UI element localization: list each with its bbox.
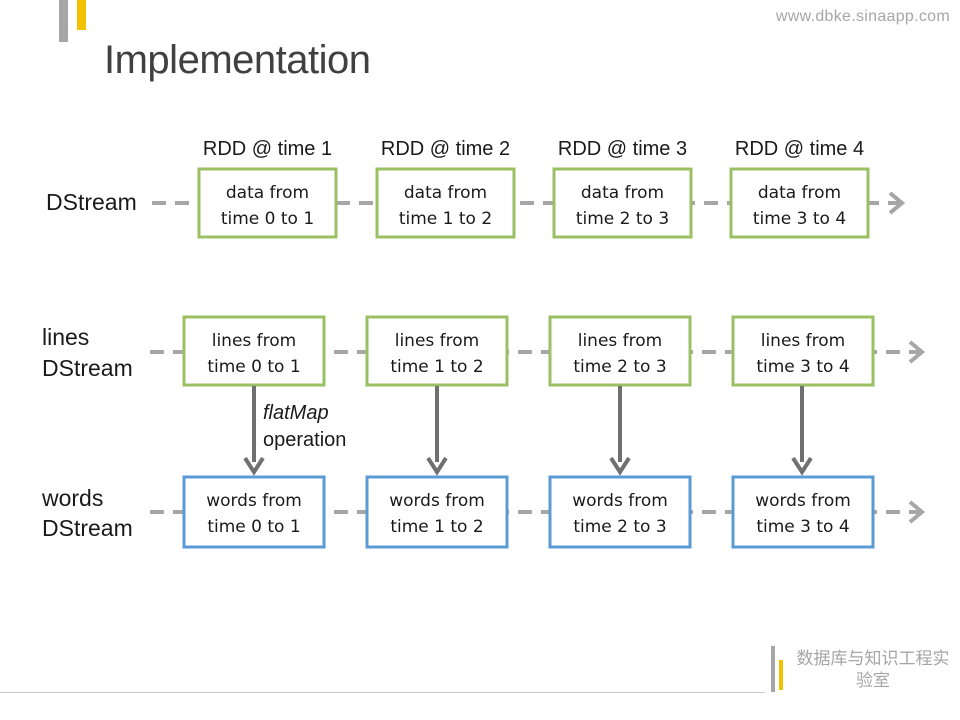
rdd-box-text: time 1 to 2 <box>390 517 483 537</box>
timeline-arrowhead <box>888 191 906 215</box>
rdd-box-text: time 0 to 1 <box>221 209 314 229</box>
timeline-arrowhead <box>908 340 926 364</box>
operation-name: flatMap <box>263 402 329 424</box>
decorative-bar-gray <box>771 646 775 692</box>
operation-label: operation <box>263 429 346 451</box>
rdd-box-text: words from <box>755 491 851 511</box>
rdd-time-label: RDD @ time 3 <box>558 138 687 160</box>
rdd-box <box>197 167 338 239</box>
rdd-box-text: time 1 to 2 <box>399 209 492 229</box>
rdd-box <box>552 167 693 239</box>
rdd-box <box>365 475 509 549</box>
rdd-box <box>548 315 692 387</box>
timeline-arrowhead <box>908 500 926 524</box>
rdd-box-text: time 0 to 1 <box>207 357 300 377</box>
rdd-box-text: lines from <box>578 331 663 351</box>
footer-divider <box>0 692 765 693</box>
decorative-bar-gray <box>59 0 68 42</box>
rdd-box-text: lines from <box>395 331 480 351</box>
row-label: words <box>41 485 103 511</box>
rdd-box-text: time 2 to 3 <box>576 209 669 229</box>
rdd-time-label: RDD @ time 4 <box>735 138 864 160</box>
row-label: DStream <box>46 189 137 215</box>
rdd-box-text: data from <box>404 183 487 203</box>
rdd-box-text: data from <box>581 183 664 203</box>
rdd-box <box>182 315 326 387</box>
rdd-box <box>365 315 509 387</box>
rdd-box-text: time 3 to 4 <box>756 357 849 377</box>
rdd-box-text: time 3 to 4 <box>753 209 846 229</box>
page-title: Implementation <box>104 38 371 82</box>
row-label: lines <box>42 324 89 350</box>
website-url: www.dbke.sinaapp.com <box>775 8 950 25</box>
rdd-box-text: data from <box>226 183 309 203</box>
rdd-box <box>375 167 516 239</box>
rdd-box-text: lines from <box>761 331 846 351</box>
rdd-box-text: data from <box>758 183 841 203</box>
rdd-box-text: time 3 to 4 <box>756 517 849 537</box>
rdd-box <box>731 315 875 387</box>
rdd-box-text: time 2 to 3 <box>573 517 666 537</box>
decorative-bar-yellow <box>77 0 86 30</box>
rdd-box-text: words from <box>572 491 668 511</box>
transform-arrowhead <box>243 456 265 476</box>
rdd-box-text: time 1 to 2 <box>390 357 483 377</box>
rdd-box <box>182 475 326 549</box>
transform-arrowhead <box>609 456 631 476</box>
rdd-box-text: lines from <box>212 331 297 351</box>
decorative-bar-yellow <box>779 660 783 690</box>
rdd-time-label: RDD @ time 2 <box>381 138 510 160</box>
transform-arrowhead <box>426 456 448 476</box>
row-label: DStream <box>42 355 133 381</box>
rdd-box-text: words from <box>389 491 485 511</box>
transform-arrowhead <box>791 456 813 476</box>
rdd-box <box>729 167 870 239</box>
rdd-box-text: words from <box>206 491 302 511</box>
rdd-box-text: time 0 to 1 <box>207 517 300 537</box>
rdd-box <box>548 475 692 549</box>
rdd-time-label: RDD @ time 1 <box>203 138 332 160</box>
lab-name: 数据库与知识工程实验室 <box>796 649 950 690</box>
rdd-box <box>731 475 875 549</box>
row-label: DStream <box>42 515 133 541</box>
rdd-box-text: time 2 to 3 <box>573 357 666 377</box>
